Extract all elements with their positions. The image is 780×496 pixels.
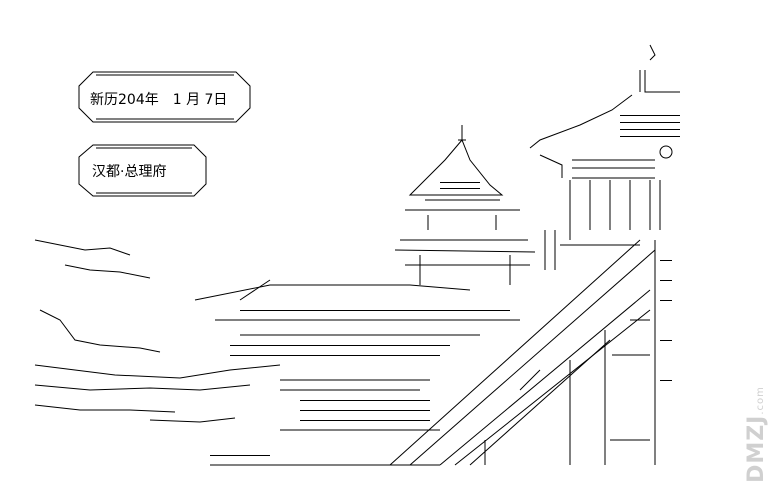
watermark-brand: DMZJ — [743, 414, 769, 483]
date-caption-box — [78, 71, 251, 123]
watermark-suffix: .com — [754, 385, 766, 415]
cloud-lines — [34, 239, 281, 423]
dot-shading — [210, 115, 680, 456]
staircase — [389, 239, 656, 466]
pagoda-tower — [394, 125, 536, 285]
place-caption: 汉都·总理府 — [92, 164, 167, 180]
city-wall — [194, 279, 520, 466]
site-watermark: DMZJ.com — [741, 384, 771, 484]
date-caption: 新历204年 1 月 7日 — [90, 92, 228, 108]
place-caption-box — [78, 144, 207, 197]
palace-building — [529, 44, 680, 270]
